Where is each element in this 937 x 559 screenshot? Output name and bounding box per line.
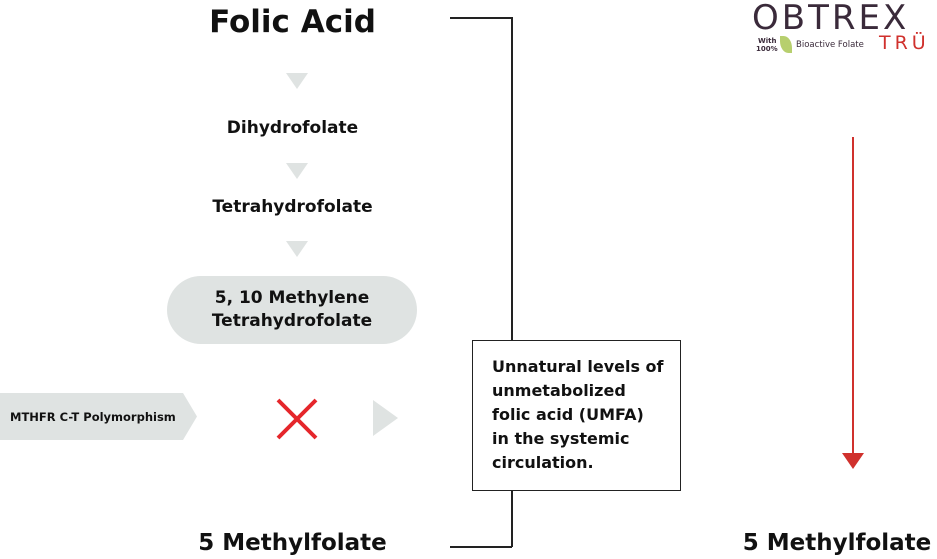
umfa-note-text: Unnatural levels of unmetabolized folic … xyxy=(492,357,664,472)
red-down-arrow xyxy=(852,137,854,455)
step-dihydrofolate: Dihydrofolate xyxy=(226,118,359,138)
down-arrow-icon xyxy=(286,73,308,89)
down-arrow-icon xyxy=(286,163,308,179)
leaf-icon xyxy=(780,36,792,53)
logo-tag-2: 100% xyxy=(756,45,778,53)
pill-line-1: 5, 10 Methylene xyxy=(214,288,370,308)
logo-tag: Bioactive Folate xyxy=(796,40,864,50)
polymorphism-label: MTHFR C-T Polymorphism xyxy=(10,409,176,424)
step-tetrahydrofolate: Tetrahydrofolate xyxy=(212,197,373,217)
blocked-x-icon xyxy=(276,398,318,440)
bracket-line xyxy=(450,17,512,19)
obtrex-logo: OBTREX With 100% Bioactive Folate TRÜ xyxy=(752,0,937,56)
pill-line-2: Tetrahydrofolate xyxy=(211,311,373,331)
result-left: 5 Methylfolate xyxy=(198,530,387,556)
result-right: 5 Methylfolate xyxy=(742,530,932,556)
folic-acid-title: Folic Acid xyxy=(209,4,376,40)
logo-sub: TRÜ xyxy=(879,32,930,54)
logo-brand: OBTREX xyxy=(752,0,910,38)
bracket-line xyxy=(511,491,513,547)
arrowhead-icon xyxy=(842,453,864,469)
bracket-line xyxy=(450,546,512,548)
polymorphism-tag: MTHFR C-T Polymorphism xyxy=(0,393,197,440)
umfa-note-box: Unnatural levels of unmetabolized folic … xyxy=(472,340,681,491)
down-arrow-icon xyxy=(286,241,308,257)
bracket-line xyxy=(511,17,513,340)
logo-tag-1: With xyxy=(758,37,777,45)
step-methylene-pill: 5, 10 Methylene Tetrahydrofolate xyxy=(167,276,417,344)
right-arrow-icon xyxy=(373,400,398,436)
